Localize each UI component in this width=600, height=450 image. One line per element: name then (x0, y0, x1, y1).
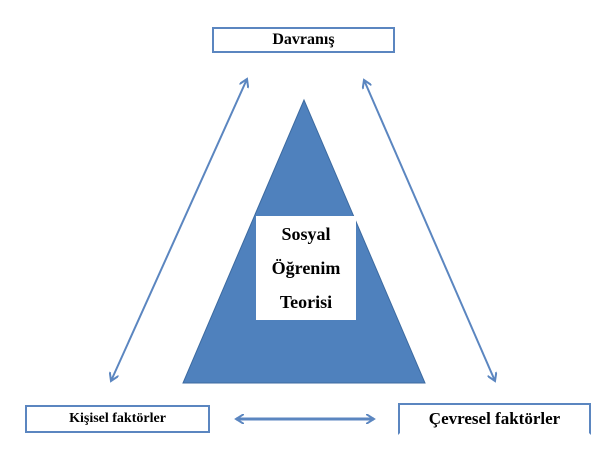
environmental-factors-box: Çevresel faktörler (398, 403, 591, 435)
center-line-3: Teorisi (279, 292, 333, 312)
personal-factors-label: Kişisel faktörler (65, 411, 170, 427)
center-line-2: Öğrenim (271, 258, 341, 278)
arrow-behavior-personal (111, 79, 247, 381)
center-line-1: Sosyal (281, 224, 331, 244)
behavior-label: Davranış (268, 31, 339, 49)
center-label-box: Sosyal Öğrenim Teorisi (256, 216, 356, 320)
environmental-factors-label: Çevresel faktörler (424, 409, 565, 429)
personal-factors-box: Kişisel faktörler (25, 405, 210, 433)
arrow-behavior-environmental (364, 80, 495, 381)
behavior-box: Davranış (212, 27, 395, 53)
